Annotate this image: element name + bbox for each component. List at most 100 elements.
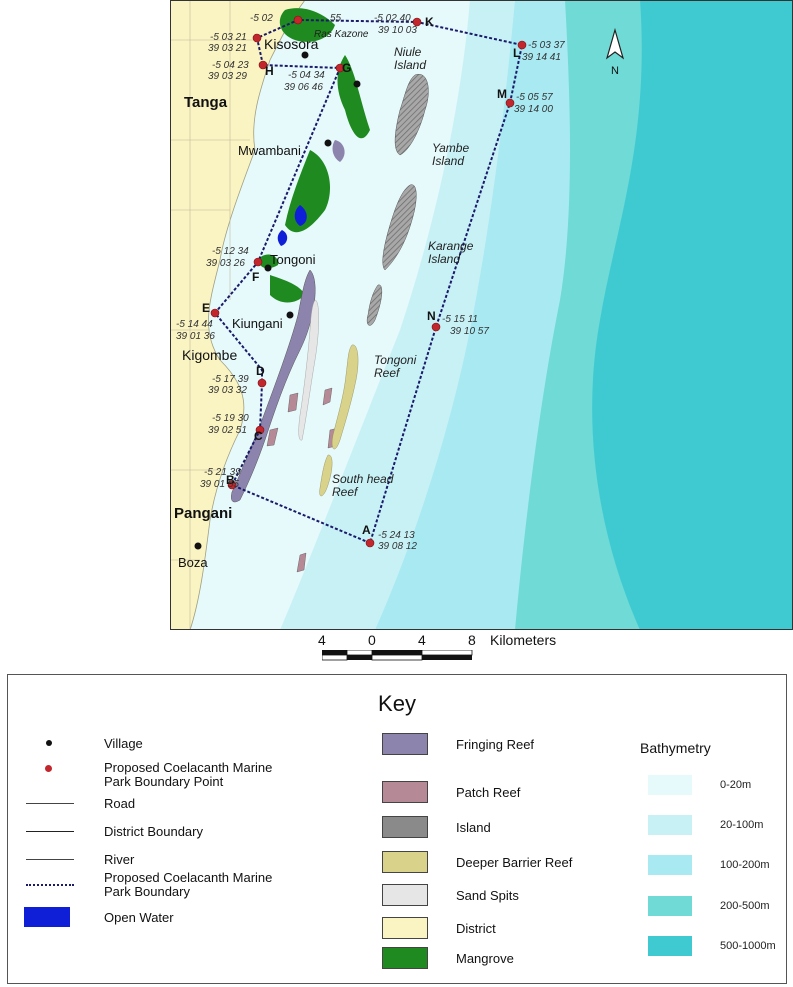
coord-i-lon: 39 03 21 [208,43,247,54]
bathymetry-swatch [648,896,692,916]
point-letters: A B C D E F G H K L M N [202,15,520,537]
coord-d-lon: 39 03 32 [208,385,247,396]
mangrove-areas [258,8,370,303]
road-line-icon [26,803,74,804]
bathymetry-swatch [648,936,692,956]
coord-l-lat: -5 03 37 [528,40,565,51]
label-point-a: A [362,523,371,537]
legend-label-deeper-barrier-reef: Deeper Barrier Reef [456,855,573,870]
coord-n-lon: 39 10 57 [450,326,489,337]
river-line-icon [26,859,74,860]
open-water-swatch [24,907,70,927]
legend-open-water: Open Water [104,910,174,925]
legend-label-patch-reef: Patch Reef [456,785,521,800]
coord-j-lat: -5 02 [250,13,273,24]
label-point-l: L [513,46,520,60]
place-mwambani: Mwambani [238,143,301,158]
open-water [294,205,307,226]
karange-island [382,184,417,271]
label-point-n: N [427,309,436,323]
coord-a-lon: 39 08 12 [378,541,417,552]
legend-swatch-patch-reef [382,781,428,803]
north-arrow-icon [605,27,625,60]
bathymetry-label: 20-100m [720,819,764,831]
north-label: N [611,65,619,77]
village-dots [194,51,361,550]
legend-district-boundary: District Boundary [104,824,203,839]
coord-k-lat: -5 02 40 [374,13,411,24]
coord-b-lat: -5 21 39 [204,467,241,478]
place-kigombe: Kigombe [182,347,237,363]
small-island [366,284,383,326]
sand-spits [298,299,319,441]
boundary-point-d [257,378,267,388]
label-point-h: H [265,64,274,78]
scale-tick-label: 4 [418,632,426,648]
bathymetry-label: 100-200m [720,859,770,871]
place-tanga: Tanga [184,94,228,111]
legend-swatch-district [382,917,428,939]
boundary-points [210,15,527,548]
legend-swatch-fringing-reef [382,733,428,755]
park-boundary-line-icon [26,884,74,886]
label-point-b: B [226,473,235,487]
legend-swatch-deeper-barrier-reef [382,851,428,873]
legend-title: Key [378,691,416,716]
coord-e-lon: 39 01 36 [176,331,215,342]
boundary-point-f [253,257,263,267]
label-point-d: D [256,364,265,378]
boundary-point-e [210,308,220,318]
bathymetry-swatch [648,815,692,835]
boundary-point-i [252,33,262,43]
label-point-e: E [202,301,210,315]
deeper-barrier-reef [319,344,359,497]
bathymetry-label: 200-500m [720,900,770,912]
fringing-reef [332,140,345,162]
coord-h-lat: -5 04 23 [212,60,249,71]
legend-label-district: District [456,921,496,936]
scale-tick-label: 8 [468,632,476,648]
boundary-point-h [258,60,268,70]
place-kiungani: Kiungani [232,316,283,331]
coord-f-lat: -5 12 34 [212,246,249,257]
district-boundaries [170,0,260,630]
fringing-reef [231,269,316,503]
coord-g-lon: 39 06 46 [284,82,323,93]
scale-tick-label: 0 [368,632,376,648]
bathymetry-swatch [648,855,692,875]
bathymetry-title: Bathymetry [640,740,711,756]
legend-label-sand-spits: Sand Spits [456,888,519,903]
legend-label-mangrove: Mangrove [456,951,514,966]
legend-swatch-island [382,816,428,838]
coord-j-lon: 55 [330,13,342,24]
boundary-point-j [293,15,303,25]
coord-c-lat: -5 19 30 [212,413,249,424]
coord-k-lon: 39 10 03 [378,25,417,36]
district-land [170,0,306,630]
map-panel: A B C D E F G H K L M N -5 24 13 39 08 1… [170,0,793,630]
coord-b-lon: 39 01 55 [200,479,239,490]
coord-m-lat: -5 05 57 [516,92,553,103]
boundary-point-a [365,538,375,548]
village-icon [46,740,52,746]
bathymetry-label: 0-20m [720,779,752,791]
coord-c-lon: 39 02 51 [208,425,247,436]
scale-bar-graphic [322,650,473,661]
park-boundary-line [213,18,524,544]
islands [366,74,429,326]
legend-label-fringing-reef: Fringing Reef [456,737,535,752]
label-point-m: M [497,87,507,101]
coord-e-lat: -5 14 44 [176,319,213,330]
place-pangani: Pangani [174,505,232,522]
legend-label-island: Island [456,820,491,835]
boundary-point-k [412,17,422,27]
boundary-point-b [227,480,237,490]
coord-f-lon: 39 03 26 [206,258,245,269]
coord-h-lon: 39 03 29 [208,71,247,82]
